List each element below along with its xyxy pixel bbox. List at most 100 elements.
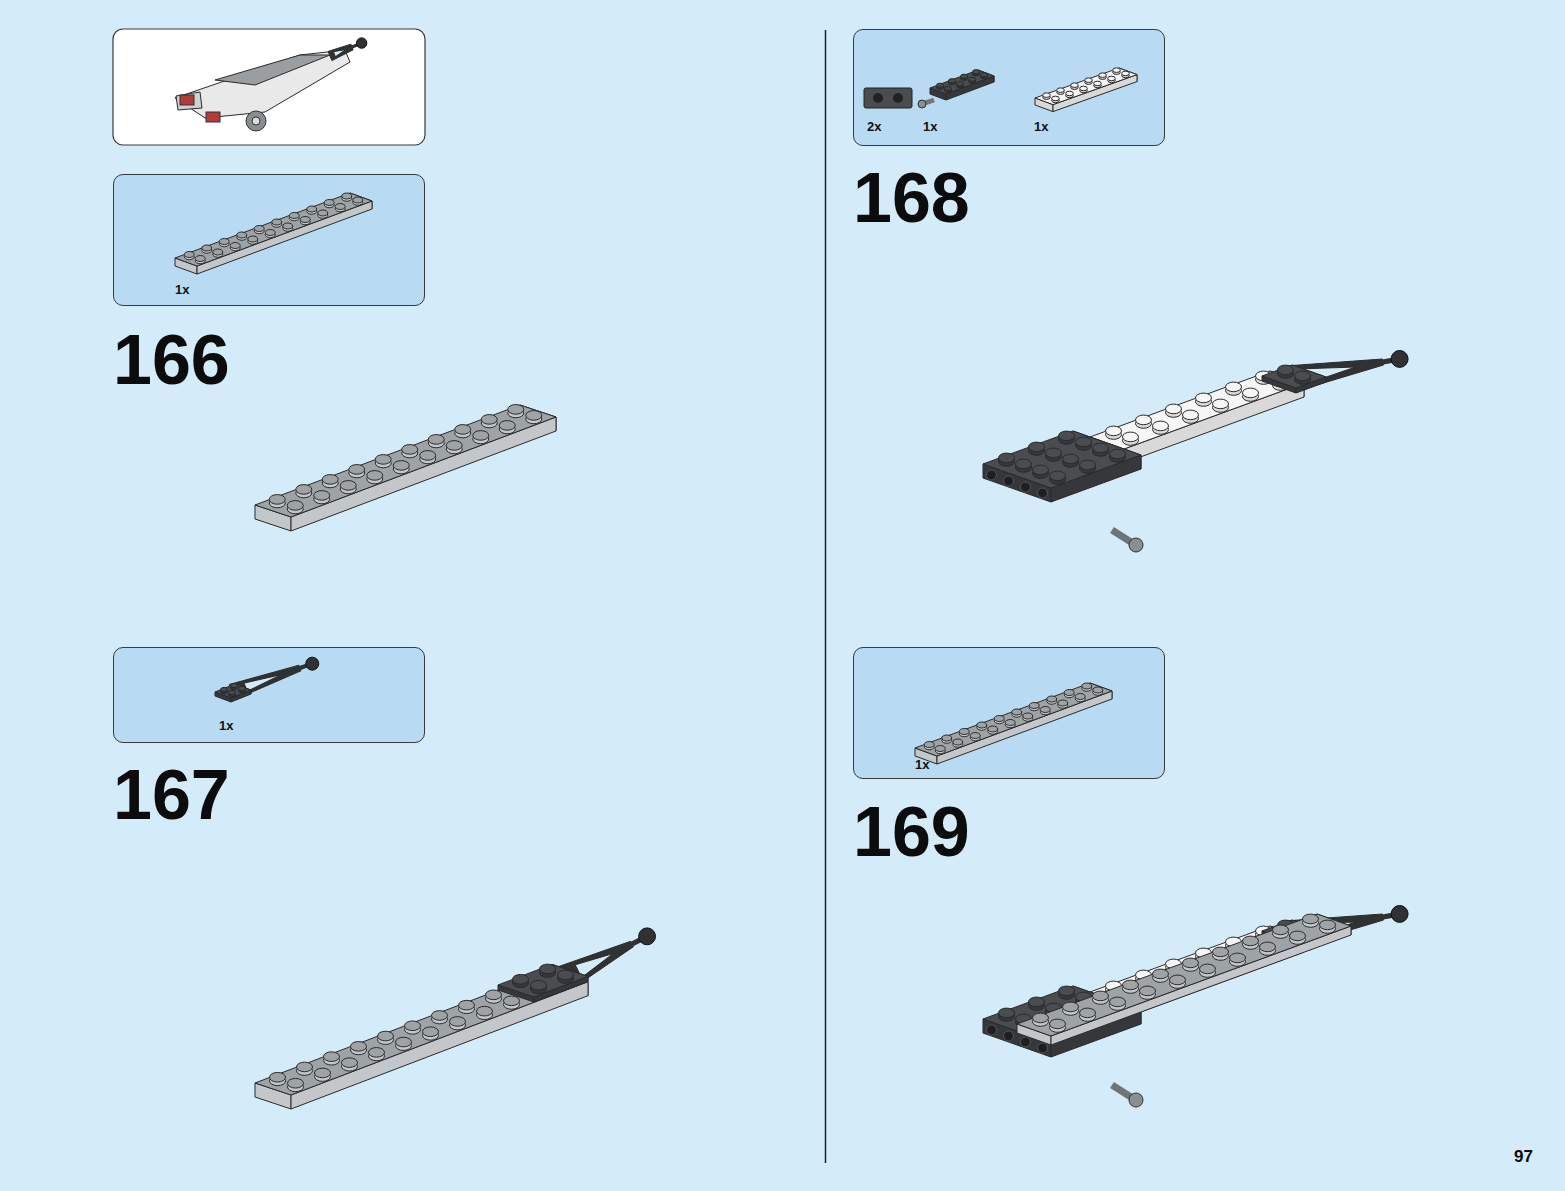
- stud-top: [296, 485, 312, 495]
- step-number: 169: [853, 797, 970, 867]
- stud-top: [969, 77, 976, 81]
- stud-top: [1050, 1019, 1066, 1029]
- stud-top: [1080, 1008, 1096, 1018]
- parts-box-ground: [853, 647, 1165, 779]
- plate-top: [255, 405, 556, 517]
- stud-top: [1273, 925, 1289, 935]
- quantity-label: 1x: [175, 282, 189, 297]
- bracket-hole: [1021, 482, 1031, 492]
- stud-top: [375, 455, 391, 465]
- stud-top: [342, 193, 352, 199]
- brick-drawings: [175, 38, 1408, 1109]
- stud-top: [213, 249, 223, 255]
- stud-top: [953, 739, 963, 745]
- stud-top: [999, 453, 1015, 463]
- stud-top: [1243, 936, 1259, 946]
- stud-top: [935, 746, 945, 752]
- parts-box: 2x1x1x: [853, 29, 1165, 146]
- stud-top: [1059, 431, 1075, 441]
- stud-top: [402, 445, 418, 455]
- stud-top: [1093, 991, 1109, 1001]
- stud-top: [977, 722, 987, 728]
- stud-top: [1230, 953, 1246, 963]
- stud-top: [1064, 690, 1074, 696]
- stud-top: [455, 425, 471, 435]
- stud-top: [230, 243, 240, 249]
- model-body: [175, 50, 350, 118]
- plate-side: [291, 982, 588, 1109]
- stud-top: [272, 219, 282, 225]
- quantity-label: 1x: [219, 718, 233, 733]
- stud-top: [499, 421, 515, 431]
- parts-box-ground: [113, 174, 425, 306]
- stud-top: [288, 1078, 304, 1088]
- pin-end: [1129, 538, 1143, 552]
- stud-top: [237, 232, 247, 238]
- stud-top: [239, 686, 246, 690]
- parts-box: 1x: [853, 647, 1165, 779]
- stud-top: [1123, 980, 1139, 990]
- bracket-hole: [1004, 1031, 1014, 1041]
- stud-top: [254, 226, 264, 232]
- stud-top: [961, 74, 968, 78]
- stud-top: [1080, 460, 1096, 470]
- stud-top: [1106, 426, 1122, 436]
- stud-top: [1029, 703, 1039, 709]
- arm-piece: [1283, 359, 1384, 394]
- stud-top: [269, 495, 285, 505]
- stud-top: [1052, 96, 1060, 101]
- submodel-box: [113, 29, 425, 145]
- stud-top: [1012, 709, 1022, 715]
- stud-top: [369, 1048, 385, 1058]
- stud-top: [473, 431, 489, 441]
- bracket-hole: [1004, 476, 1014, 486]
- stud-top: [1057, 88, 1065, 93]
- stud-top: [1033, 465, 1049, 475]
- arm-hole: [333, 50, 345, 57]
- stud-top: [432, 1011, 448, 1021]
- stud-top: [1108, 76, 1116, 81]
- stud-top: [396, 1037, 412, 1047]
- stud-top: [428, 435, 444, 445]
- stud-top: [297, 1062, 313, 1072]
- stud-top: [994, 716, 1004, 722]
- stud-top: [1050, 471, 1066, 481]
- model-wheel: [246, 111, 266, 131]
- stud-top: [1213, 947, 1229, 957]
- stud-top: [1200, 964, 1216, 974]
- stud-top: [202, 245, 212, 251]
- stud-top: [1047, 696, 1057, 702]
- bracket-hole: [987, 470, 997, 480]
- stud-top: [1093, 443, 1109, 453]
- stud-top: [1043, 93, 1051, 98]
- stud-top: [1290, 931, 1306, 941]
- stud-top: [999, 1008, 1015, 1018]
- plate-side: [197, 201, 372, 274]
- plate-top: [215, 684, 251, 698]
- arm-hole: [244, 675, 281, 692]
- stud-top: [988, 726, 998, 732]
- stud-top: [1226, 382, 1242, 392]
- stud-top: [945, 86, 952, 90]
- arm-piece: [328, 44, 353, 60]
- bracket-hole: [893, 93, 903, 103]
- stud-top: [1029, 997, 1045, 1007]
- stud-top: [1094, 81, 1102, 86]
- parts-box-ground: [113, 647, 425, 743]
- ball-joint: [306, 657, 319, 670]
- stud-top: [1058, 700, 1068, 706]
- stud-top: [1123, 432, 1139, 442]
- stud-top: [405, 1021, 421, 1031]
- bracket-hole: [1038, 488, 1048, 498]
- stud-top: [324, 1052, 340, 1062]
- stud-top: [1303, 914, 1319, 924]
- stud-top: [1099, 73, 1107, 78]
- stud-top: [219, 239, 229, 245]
- stud-top: [957, 82, 964, 86]
- stud-top: [1093, 687, 1103, 693]
- quantity-label: 1x: [1034, 119, 1048, 134]
- plate-side: [937, 691, 1112, 764]
- stud-top: [459, 1000, 475, 1010]
- stud-top: [526, 411, 542, 421]
